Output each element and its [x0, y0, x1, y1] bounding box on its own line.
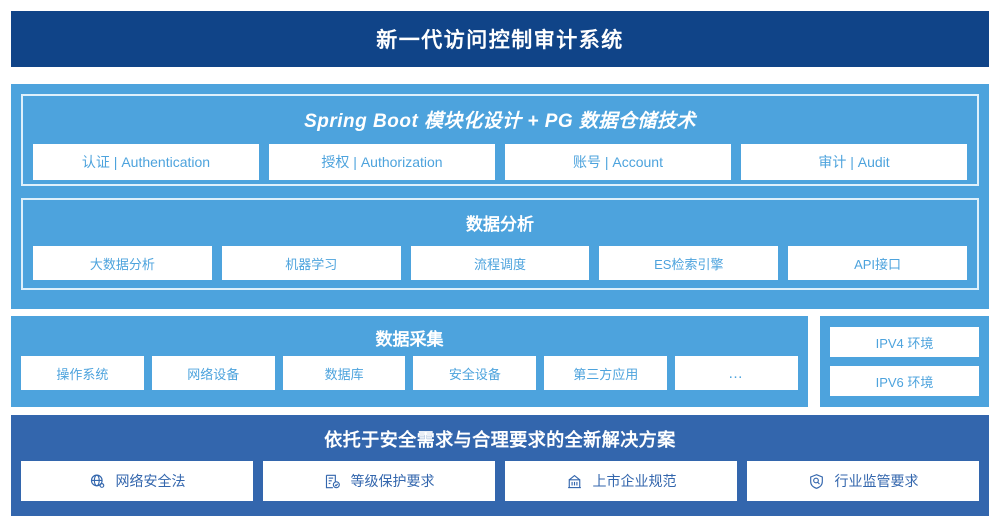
data-collection-chip-row: 操作系统 网络设备 数据库 安全设备 第三方应用 …	[21, 356, 798, 390]
shield-search-icon	[808, 472, 826, 490]
chip-audit[interactable]: 审计 | Audit	[741, 144, 967, 180]
chip-authentication[interactable]: 认证 | Authentication	[33, 144, 259, 180]
chip-label: 网络安全法	[115, 473, 186, 489]
platform-panel: Spring Boot 模块化设计 + PG 数据仓储技术 认证 | Authe…	[11, 84, 989, 309]
chip-network-device[interactable]: 网络设备	[151, 356, 275, 390]
chip-database[interactable]: 数据库	[282, 356, 406, 390]
data-analysis-chip-row: 大数据分析 机器学习 流程调度 ES检索引擎 API接口	[23, 246, 977, 280]
chip-api-interface[interactable]: API接口	[788, 246, 967, 280]
chip-more-ellipsis[interactable]: …	[675, 356, 798, 390]
solution-panel: 依托于安全需求与合理要求的全新解决方案 网络安全法	[11, 415, 989, 516]
chip-ipv6-environment[interactable]: IPV6 环境	[830, 366, 979, 396]
chip-industry-supervision[interactable]: 行业监管要求	[747, 461, 979, 501]
chip-authorization[interactable]: 授权 | Authorization	[269, 144, 495, 180]
chip-ipv4-environment[interactable]: IPV4 环境	[830, 327, 979, 357]
bank-icon	[566, 472, 584, 490]
chip-listed-company-standard[interactable]: 上市企业规范	[505, 461, 737, 501]
chip-es-search-engine[interactable]: ES检索引擎	[599, 246, 779, 280]
springboot-group-title: Spring Boot 模块化设计 + PG 数据仓储技术	[304, 111, 696, 132]
chip-security-device[interactable]: 安全设备	[413, 356, 537, 390]
solution-title: 依托于安全需求与合理要求的全新解决方案	[324, 430, 676, 450]
ip-environment-panel: IPV4 环境 IPV6 环境	[820, 316, 989, 407]
page-title: 新一代访问控制审计系统	[376, 29, 624, 52]
springboot-chip-row: 认证 | Authentication 授权 | Authorization 账…	[23, 144, 977, 180]
chip-operating-system[interactable]: 操作系统	[21, 356, 144, 390]
chip-process-scheduling[interactable]: 流程调度	[410, 246, 590, 280]
document-check-icon	[324, 472, 342, 490]
chip-machine-learning[interactable]: 机器学习	[221, 246, 401, 280]
header-bar: 新一代访问控制审计系统	[11, 11, 989, 67]
solution-chip-row: 网络安全法 等级保护要求	[21, 461, 979, 501]
chip-big-data-analysis[interactable]: 大数据分析	[33, 246, 212, 280]
chip-label: 上市企业规范	[592, 473, 677, 489]
globe-icon	[89, 472, 107, 490]
data-collection-title: 数据采集	[375, 330, 444, 349]
springboot-group: Spring Boot 模块化设计 + PG 数据仓储技术 认证 | Authe…	[21, 94, 979, 186]
data-analysis-group-title: 数据分析	[466, 215, 534, 234]
chip-account[interactable]: 账号 | Account	[505, 144, 731, 180]
chip-classified-protection[interactable]: 等级保护要求	[263, 461, 495, 501]
chip-cybersecurity-law[interactable]: 网络安全法	[21, 461, 253, 501]
chip-label: 等级保护要求	[350, 473, 435, 489]
chip-label: 行业监管要求	[834, 473, 919, 489]
data-analysis-group: 数据分析 大数据分析 机器学习 流程调度 ES检索引擎 API接口	[21, 198, 979, 290]
data-collection-panel: 数据采集 操作系统 网络设备 数据库 安全设备 第三方应用 …	[11, 316, 808, 407]
chip-third-party-app[interactable]: 第三方应用	[544, 356, 668, 390]
